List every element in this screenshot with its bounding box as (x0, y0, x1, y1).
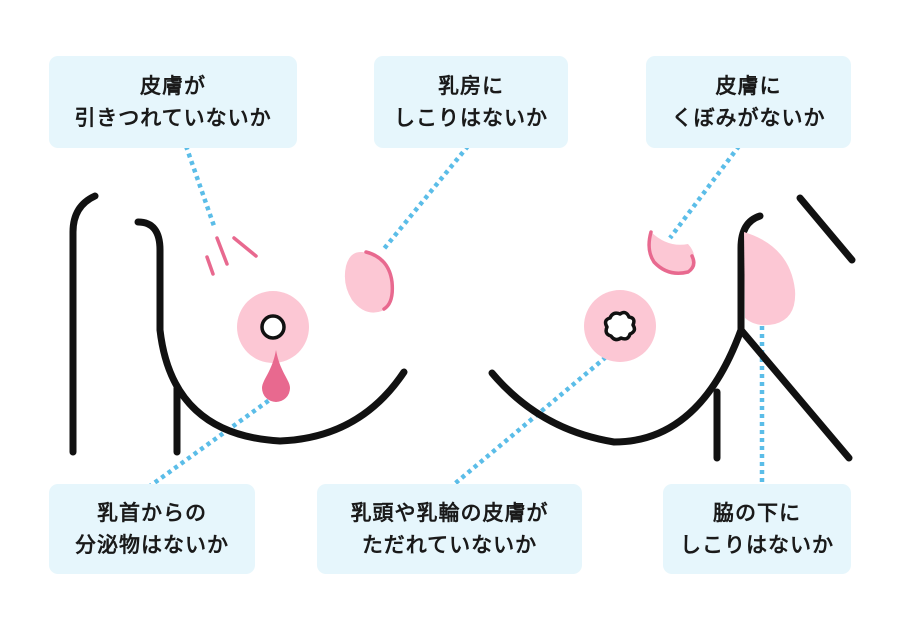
callout-skin-tension-line2: 引きつれていないか (74, 106, 272, 130)
leader-line-skin-tension (183, 145, 217, 227)
skin-dimple-shape (648, 232, 695, 273)
skin-tension-mark-3 (232, 236, 258, 258)
right-nipple-irregular-outline (603, 310, 637, 342)
callout-skin-tension: 皮膚が 引きつれていないか (49, 56, 297, 148)
callout-nipple-discharge-line2: 分泌物はないか (75, 533, 229, 557)
callout-armpit-lump-line2: しこりはないか (680, 533, 834, 557)
leader-line-breast-lump (381, 144, 470, 252)
armpit-lump-shape (744, 232, 796, 326)
left-arm-outline (69, 192, 99, 456)
callout-skin-dimple: 皮膚に くぼみがないか (646, 56, 851, 148)
callout-breast-lump-line1: 乳房に (438, 74, 504, 98)
left-body-outline (134, 218, 408, 445)
callout-armpit-lump-line1: 脇の下に (713, 501, 801, 525)
callout-skin-tension-line1: 皮膚が (140, 74, 206, 98)
right-body-outline (488, 212, 764, 446)
leader-line-skin-dimple (668, 144, 741, 240)
callout-breast-lump-line2: しこりはないか (394, 106, 548, 130)
callout-areola-skin: 乳頭や乳輪の皮膚が ただれていないか (317, 484, 582, 574)
breast-lump-edge (364, 250, 395, 311)
skin-tension-mark-1 (205, 255, 215, 276)
callout-areola-skin-line2: ただれていないか (361, 533, 538, 557)
callout-skin-dimple-line2: くぼみがないか (671, 106, 826, 130)
callout-skin-dimple-line1: 皮膚に (715, 74, 782, 98)
leader-line-areola-skin (450, 350, 614, 488)
left-nipple (260, 314, 286, 340)
right-arm-outline-upper (796, 194, 856, 264)
leader-line-nipple-discharge (148, 394, 277, 488)
right-torso-figure (488, 194, 856, 462)
callout-areola-skin-line1: 乳頭や乳輪の皮膚が (350, 501, 549, 525)
left-torso-figure (69, 192, 408, 456)
right-arm-outline-lower (737, 326, 853, 462)
callout-nipple-discharge: 乳首からの 分泌物はないか (49, 484, 255, 574)
breast-lump-shape (344, 251, 393, 313)
skin-dimple-edge (647, 230, 696, 275)
callout-nipple-discharge-line1: 乳首からの (97, 501, 207, 525)
nipple-discharge-drop (262, 350, 290, 402)
callout-breast-lump: 乳房に しこりはないか (374, 56, 568, 148)
skin-tension-mark-2 (215, 236, 229, 266)
callout-armpit-lump: 脇の下に しこりはないか (663, 484, 851, 574)
